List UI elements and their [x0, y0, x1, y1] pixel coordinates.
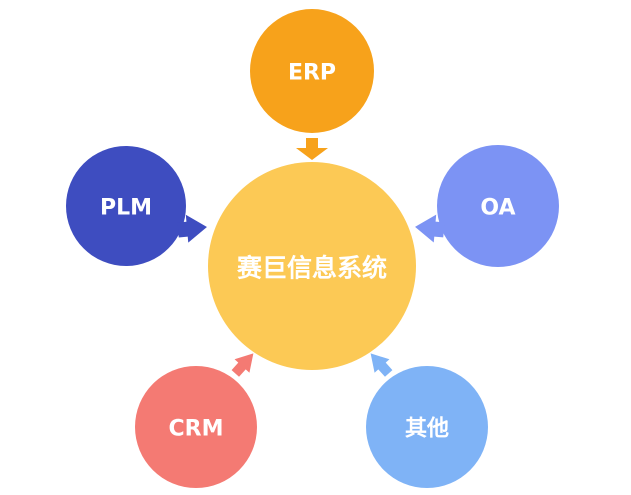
plm-circle [66, 146, 186, 266]
arrow-crm [231, 353, 254, 377]
plm-label: PLM [100, 196, 152, 221]
other-label: 其他 [405, 417, 449, 442]
other-circle [366, 366, 488, 488]
arrow-oa [415, 214, 445, 243]
arrow-erp [296, 138, 328, 160]
center-label: 赛巨信息系统 [236, 254, 387, 283]
node-other: 其他 [366, 353, 488, 488]
crm-circle [135, 366, 257, 488]
crm-label: CRM [169, 417, 224, 442]
center-node: 赛巨信息系统 [208, 162, 416, 370]
node-plm: PLM [66, 146, 207, 266]
arrow-other [370, 353, 393, 377]
erp-circle [250, 9, 374, 133]
node-erp: ERP [250, 9, 374, 160]
center-circle [208, 162, 416, 370]
arrow-plm [177, 214, 207, 243]
erp-label: ERP [288, 61, 336, 86]
oa-label: OA [480, 196, 515, 221]
node-oa: OA [415, 145, 559, 267]
node-crm: CRM [135, 353, 257, 488]
oa-circle [437, 145, 559, 267]
